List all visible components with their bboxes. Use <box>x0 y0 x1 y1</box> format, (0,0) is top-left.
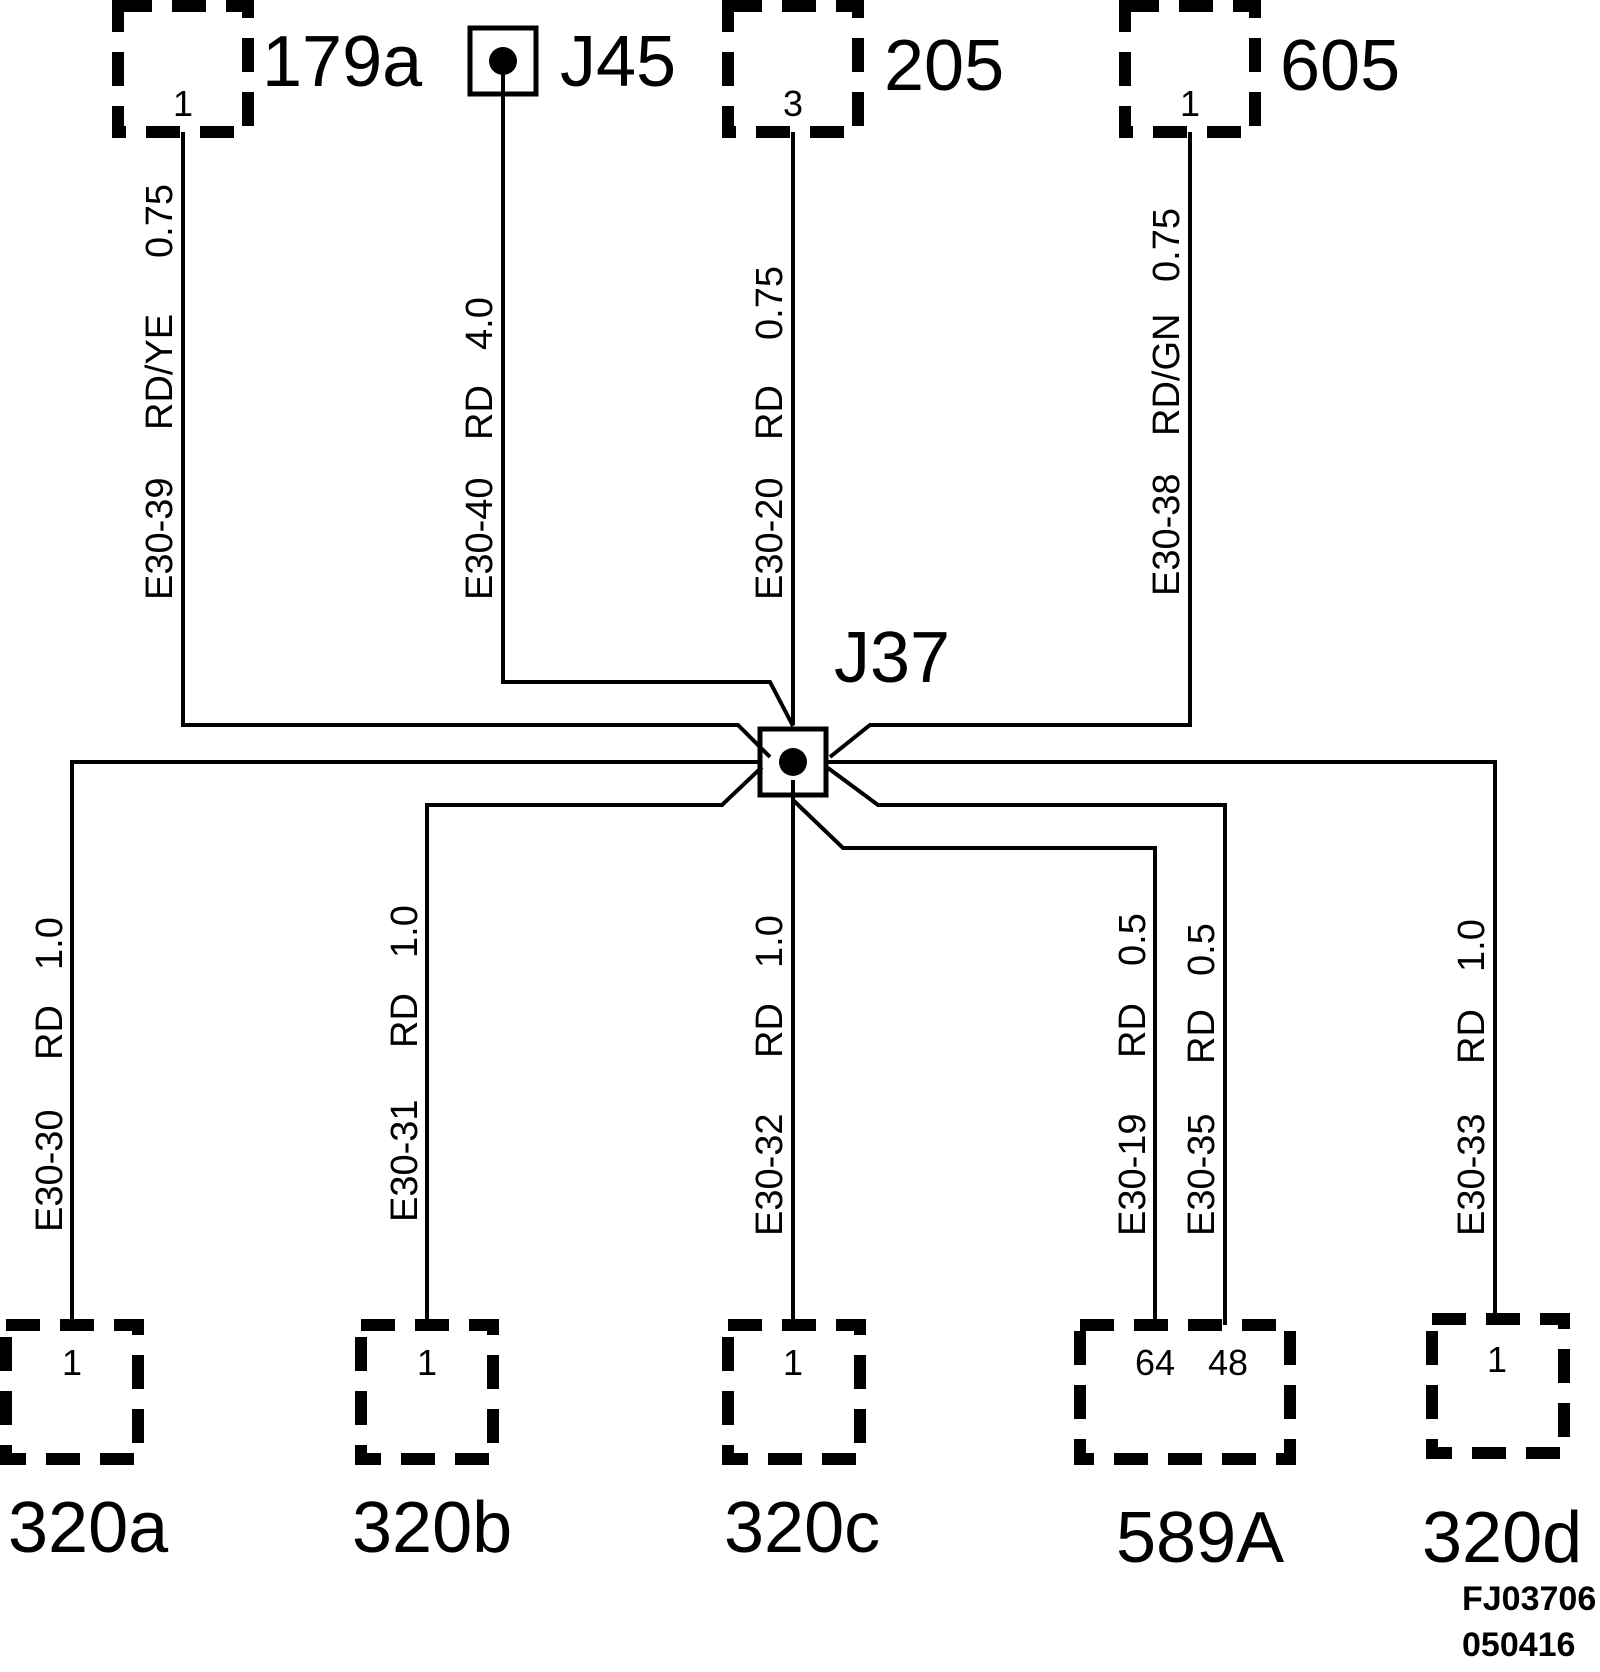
wire-label-e30-31-color: RD <box>384 993 426 1048</box>
wire-label-e30-33-color: RD <box>1451 1009 1493 1064</box>
connector-320a: 1 320a <box>0 1319 169 1568</box>
connector-589a-pin-48: 48 <box>1208 1342 1248 1383</box>
wire-e30-39 <box>181 132 772 759</box>
connector-605-box <box>1119 0 1261 138</box>
wire-label-e30-38-size: 0.75 <box>1146 208 1188 282</box>
splice-j45: J45 <box>467 22 676 102</box>
connector-589a-pin-64: 64 <box>1135 1342 1175 1383</box>
connector-320b: 1 320b <box>352 1319 512 1568</box>
connector-205-label: 205 <box>884 26 1004 106</box>
wire-label-e30-20-size: 0.75 <box>749 266 791 340</box>
wire-network <box>70 62 1497 1325</box>
wire-label-e30-30-size: 1.0 <box>29 917 71 970</box>
splice-j37-label: J37 <box>834 618 950 698</box>
connector-320b-pin: 1 <box>417 1342 437 1383</box>
splice-j45-dot <box>489 47 517 75</box>
wire-label-e30-40-color: RD <box>459 385 501 440</box>
connector-589a: 64 48 589A <box>1074 1319 1296 1578</box>
wire-label-e30-31-size: 1.0 <box>384 905 426 958</box>
connector-320d-pin: 1 <box>1487 1339 1507 1380</box>
connector-320b-label: 320b <box>352 1488 512 1568</box>
connector-179a-box <box>112 0 254 138</box>
splice-j37-box <box>757 726 829 798</box>
connector-320a-pin: 1 <box>62 1342 82 1383</box>
wire-label-e30-31-circuit: E30-31 <box>384 1099 426 1222</box>
connector-205: 3 205 <box>722 0 1004 138</box>
wire-e30-19 <box>791 798 1157 1325</box>
wire-e30-35 <box>826 766 1227 1325</box>
wire-label-e30-38-circuit: E30-38 <box>1146 473 1188 596</box>
wire-e30-30 <box>70 760 758 1325</box>
figure-ref-line-2: 050416 <box>1462 1626 1575 1664</box>
wire-label-e30-33-circuit: E30-33 <box>1451 1113 1493 1236</box>
connector-320d-box <box>1426 1313 1570 1459</box>
connector-589a-box <box>1074 1319 1296 1465</box>
wire-label-e30-19-circuit: E30-19 <box>1112 1113 1154 1236</box>
wire-label-e30-35-color: RD <box>1181 1009 1223 1064</box>
wire-label-e30-32-size: 1.0 <box>749 915 791 968</box>
connector-605-pin: 1 <box>1180 83 1200 124</box>
connector-605-label: 605 <box>1280 26 1400 106</box>
connector-179a: 1 179a <box>112 0 423 138</box>
wire-e30-31 <box>425 765 764 1325</box>
wire-label-e30-40-size: 4.0 <box>459 297 501 350</box>
wire-e30-38 <box>828 132 1192 759</box>
connector-320d: 1 320d <box>1422 1313 1582 1578</box>
wire-label-e30-20-circuit: E30-20 <box>749 477 791 600</box>
wire-label-e30-35-circuit: E30-35 <box>1181 1113 1223 1236</box>
wire-e30-33 <box>828 760 1497 1325</box>
splice-j37-dot <box>779 748 807 776</box>
figure-ref-line-1: FJ03706 <box>1462 1580 1596 1618</box>
wire-label-e30-33-size: 1.0 <box>1451 919 1493 972</box>
wire-label-e30-38-color: RD/GN <box>1146 314 1188 436</box>
wire-label-e30-40-circuit: E30-40 <box>459 477 501 600</box>
connector-320b-box <box>355 1319 499 1465</box>
wire-label-e30-20-color: RD <box>749 385 791 440</box>
connector-179a-label: 179a <box>262 22 423 102</box>
wire-label-e30-35-size: 0.5 <box>1181 923 1223 976</box>
connector-205-box <box>722 0 864 138</box>
wire-label-e30-32-circuit: E30-32 <box>749 1113 791 1236</box>
wire-label-e30-39-circuit: E30-39 <box>139 477 181 600</box>
connector-320c-label: 320c <box>724 1488 880 1568</box>
connector-320c: 1 320c <box>722 1319 880 1568</box>
connector-205-pin: 3 <box>783 83 803 124</box>
connector-320a-box <box>0 1319 144 1465</box>
splice-j45-label: J45 <box>560 22 676 102</box>
wire-label-e30-39-size: 0.75 <box>139 184 181 258</box>
connector-179a-pin: 1 <box>173 83 193 124</box>
connector-320c-pin: 1 <box>783 1342 803 1383</box>
connector-589a-label: 589A <box>1116 1498 1284 1578</box>
wire-label-e30-19-color: RD <box>1112 1003 1154 1058</box>
wire-label-e30-19-size: 0.5 <box>1112 913 1154 966</box>
wire-e30-40 <box>501 62 795 727</box>
splice-j37: J37 <box>757 618 950 798</box>
connector-320c-box <box>722 1319 866 1465</box>
wire-label-e30-30-circuit: E30-30 <box>29 1109 71 1232</box>
wire-label-e30-32-color: RD <box>749 1003 791 1058</box>
connector-320d-label: 320d <box>1422 1498 1582 1578</box>
splice-j45-box <box>467 25 539 97</box>
connector-320a-label: 320a <box>8 1488 169 1568</box>
wire-label-e30-39-color: RD/YE <box>139 314 181 430</box>
connector-605: 1 605 <box>1119 0 1400 138</box>
wire-label-e30-30-color: RD <box>29 1005 71 1060</box>
